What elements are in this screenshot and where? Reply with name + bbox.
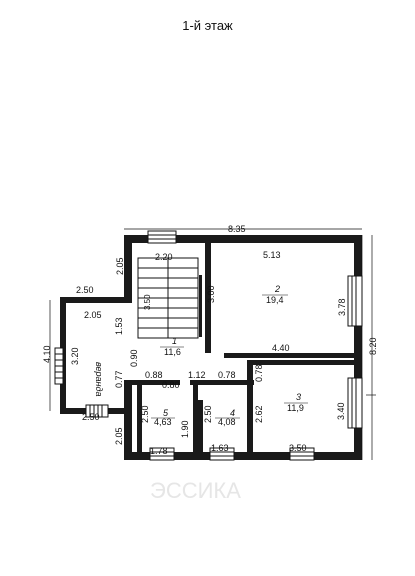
outer-walls <box>124 235 362 460</box>
staircase <box>137 257 199 339</box>
dim-stair-length: 3.50 <box>143 294 152 310</box>
dim-room5-width: 1.78 <box>150 446 168 456</box>
room-3-number: 3 <box>296 392 301 402</box>
porch <box>54 297 132 418</box>
porch-label: веранда <box>94 362 104 396</box>
dim-room3-left-gap: 0.78 <box>254 364 264 382</box>
dim-stair-left-height: 2.05 <box>115 257 125 275</box>
room-2-number: 2 <box>274 284 280 294</box>
dim-room5-height: 2.50 <box>140 405 150 423</box>
dim-room3-width: 3.50 <box>289 443 307 453</box>
dim-overall-width: 8.35 <box>228 224 246 234</box>
dim-hall-bottom-wall: 4.40 <box>272 343 290 353</box>
floor-title: 1-й этаж <box>182 18 233 33</box>
dim-room3-left-height: 2.62 <box>254 405 264 423</box>
room-5-number: 5 <box>163 408 169 418</box>
dim-overall-height: 8.20 <box>368 337 378 355</box>
room-2-area: 19,4 <box>266 295 284 305</box>
dimension-lines <box>49 228 376 460</box>
room-4-area: 4,08 <box>218 417 236 427</box>
dim-room3-top-left: 0.78 <box>218 370 236 380</box>
dim-hall-gap: 0.90 <box>129 349 139 367</box>
dim-hall-left-wall: 1.53 <box>114 317 124 335</box>
dim-lower-left: 2.05 <box>114 427 124 445</box>
dim-room5-top: 0.88 <box>145 370 163 380</box>
dim-porch-inner-height: 3.20 <box>70 347 80 365</box>
room-5-area: 4,63 <box>154 417 172 427</box>
dim-door-between: 0.80 <box>162 380 180 390</box>
dim-room2-width: 5.13 <box>263 250 281 260</box>
interior-walls <box>132 243 354 452</box>
dim-room3-height: 3.40 <box>336 402 346 420</box>
dim-room2-height: 3.78 <box>337 298 347 316</box>
dim-stair-partition: 3.00 <box>206 285 216 303</box>
room-labels: 1 11,6 2 19,4 3 11,9 4 4,08 5 4,63 веран… <box>94 284 308 427</box>
dim-room5-right: 1.90 <box>180 420 190 438</box>
dim-room4-height: 2.50 <box>203 405 213 423</box>
dim-room4-width: 1.63 <box>211 443 229 453</box>
dim-room4-top: 1.12 <box>188 370 206 380</box>
dim-porch-inner-width: 2.05 <box>84 310 102 320</box>
watermark: ЭССИКА <box>150 478 241 503</box>
dim-hall-lower-left: 0.77 <box>114 370 124 388</box>
room-1-area: 11,6 <box>164 347 181 357</box>
dim-porch-bottom-width: 2.50 <box>82 412 100 422</box>
dim-porch-height: 4.10 <box>42 345 52 363</box>
dim-porch-outer-width: 2.50 <box>76 285 94 295</box>
dim-stair-top-width: 2.20 <box>155 252 173 262</box>
room-4-number: 4 <box>230 408 235 418</box>
room-1-number: 1 <box>172 336 177 346</box>
room-3-area: 11,9 <box>287 403 304 413</box>
dimension-labels: 8.35 8.20 2.20 2.05 3.50 2.50 4.10 2.05 … <box>42 224 378 456</box>
